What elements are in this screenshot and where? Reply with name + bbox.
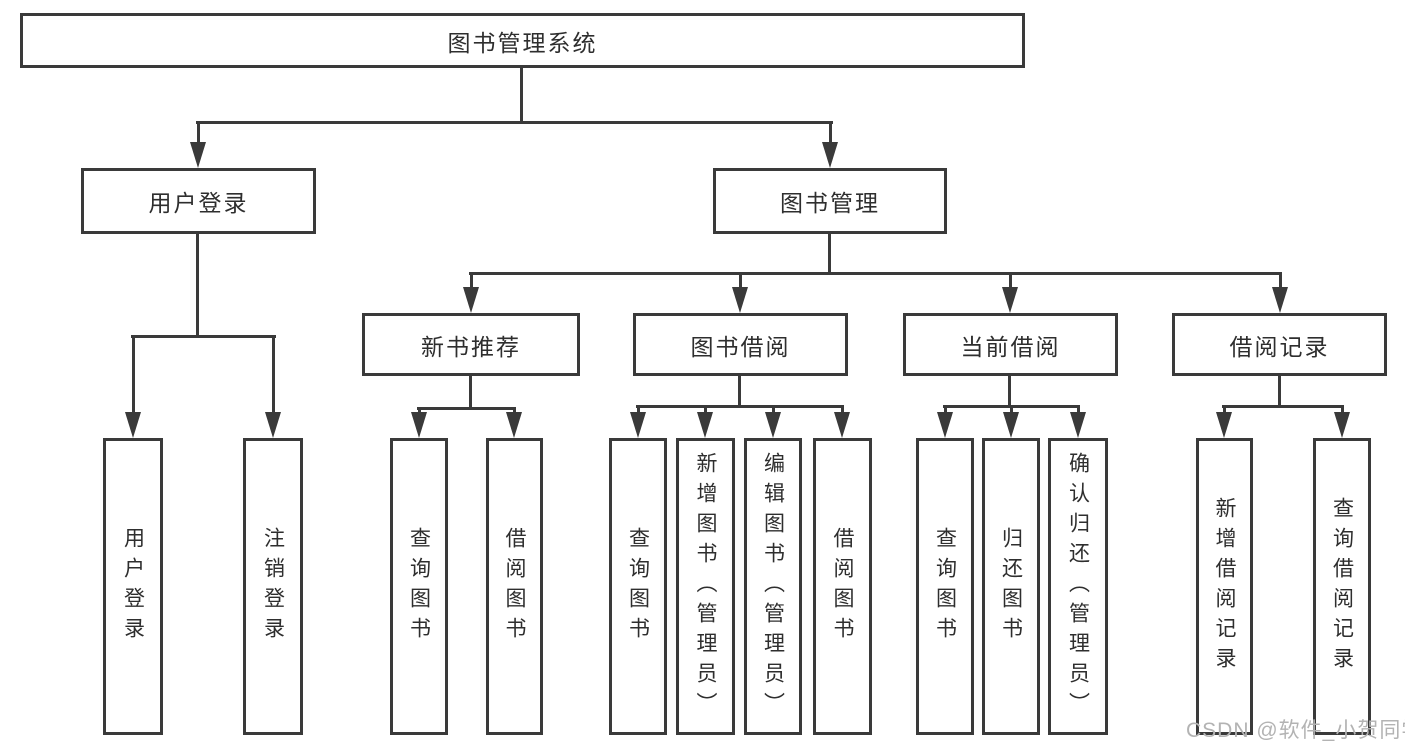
connector-line [943, 405, 1080, 408]
leaf-add-borrow-record: 新增借阅记录 [1196, 438, 1253, 735]
connector-line [636, 405, 844, 408]
arrowhead-icon [1272, 287, 1288, 313]
arrowhead-icon [1002, 287, 1018, 313]
arrowhead-icon [732, 287, 748, 313]
arrowhead-icon [822, 142, 838, 168]
arrow-down [463, 275, 479, 313]
arrowhead-icon [463, 287, 479, 313]
arrow-down [765, 408, 781, 438]
arrow-down [1334, 408, 1350, 438]
arrowhead-icon [1334, 412, 1350, 438]
leaf-logout: 注销登录 [243, 438, 303, 735]
arrow-down [1070, 408, 1086, 438]
connector-line [738, 376, 741, 408]
connector-line [520, 68, 523, 124]
arrowhead-icon [834, 412, 850, 438]
arrowhead-icon [1216, 412, 1232, 438]
node-borrowing-records: 借阅记录 [1172, 313, 1387, 376]
arrow-down [732, 275, 748, 313]
node-current-borrowing: 当前借阅 [903, 313, 1118, 376]
node-book-management: 图书管理 [713, 168, 947, 234]
arrow-down [190, 124, 206, 168]
connector-line [196, 121, 833, 124]
arrowhead-icon [1003, 412, 1019, 438]
arrowhead-icon [265, 412, 281, 438]
arrow-down [411, 410, 427, 438]
connector-line [469, 376, 472, 410]
connector-line [1008, 376, 1011, 408]
connector-line [131, 335, 276, 338]
leaf-query-books-current: 查询图书 [916, 438, 974, 735]
arrow-down [1216, 408, 1232, 438]
csdn-watermark: CSDN @软件_小贺同学 [1186, 719, 1405, 742]
connector-line [1222, 405, 1344, 408]
node-user-login: 用户登录 [81, 168, 316, 234]
arrow-down [834, 408, 850, 438]
arrowhead-icon [1070, 412, 1086, 438]
arrow-down [1003, 408, 1019, 438]
arrow-down [822, 124, 838, 168]
leaf-query-borrow-record: 查询借阅记录 [1313, 438, 1371, 735]
leaf-user-login: 用户登录 [103, 438, 163, 735]
arrow-down [265, 338, 281, 438]
leaf-query-books-borrowing: 查询图书 [609, 438, 667, 735]
arrowhead-icon [125, 412, 141, 438]
leaf-confirm-return-admin: 确认归还（管理员） [1048, 438, 1108, 735]
arrowhead-icon [630, 412, 646, 438]
arrowhead-icon [765, 412, 781, 438]
arrow-down [937, 408, 953, 438]
node-library-system-root: 图书管理系统 [20, 13, 1025, 68]
arrowhead-icon [937, 412, 953, 438]
node-book-borrowing: 图书借阅 [633, 313, 848, 376]
arrow-down [630, 408, 646, 438]
arrow-down [1272, 275, 1288, 313]
arrow-down [125, 338, 141, 438]
arrow-down [697, 408, 713, 438]
arrow-down [506, 410, 522, 438]
node-new-book-recommendation: 新书推荐 [362, 313, 580, 376]
leaf-borrow-books-recommend: 借阅图书 [486, 438, 543, 735]
connector-line [417, 407, 516, 410]
arrowhead-icon [506, 412, 522, 438]
connector-line [1278, 376, 1281, 408]
arrowhead-icon [190, 142, 206, 168]
leaf-edit-books-admin: 编辑图书（管理员） [744, 438, 802, 735]
leaf-add-books-admin: 新增图书（管理员） [676, 438, 735, 735]
arrow-down [1002, 275, 1018, 313]
arrowhead-icon [697, 412, 713, 438]
leaf-borrow-books-borrowing: 借阅图书 [813, 438, 872, 735]
connector-line [469, 272, 1282, 275]
leaf-query-books-recommend: 查询图书 [390, 438, 448, 735]
leaf-return-books: 归还图书 [982, 438, 1040, 735]
arrowhead-icon [411, 412, 427, 438]
connector-line [196, 234, 199, 338]
connector-line [828, 234, 831, 275]
